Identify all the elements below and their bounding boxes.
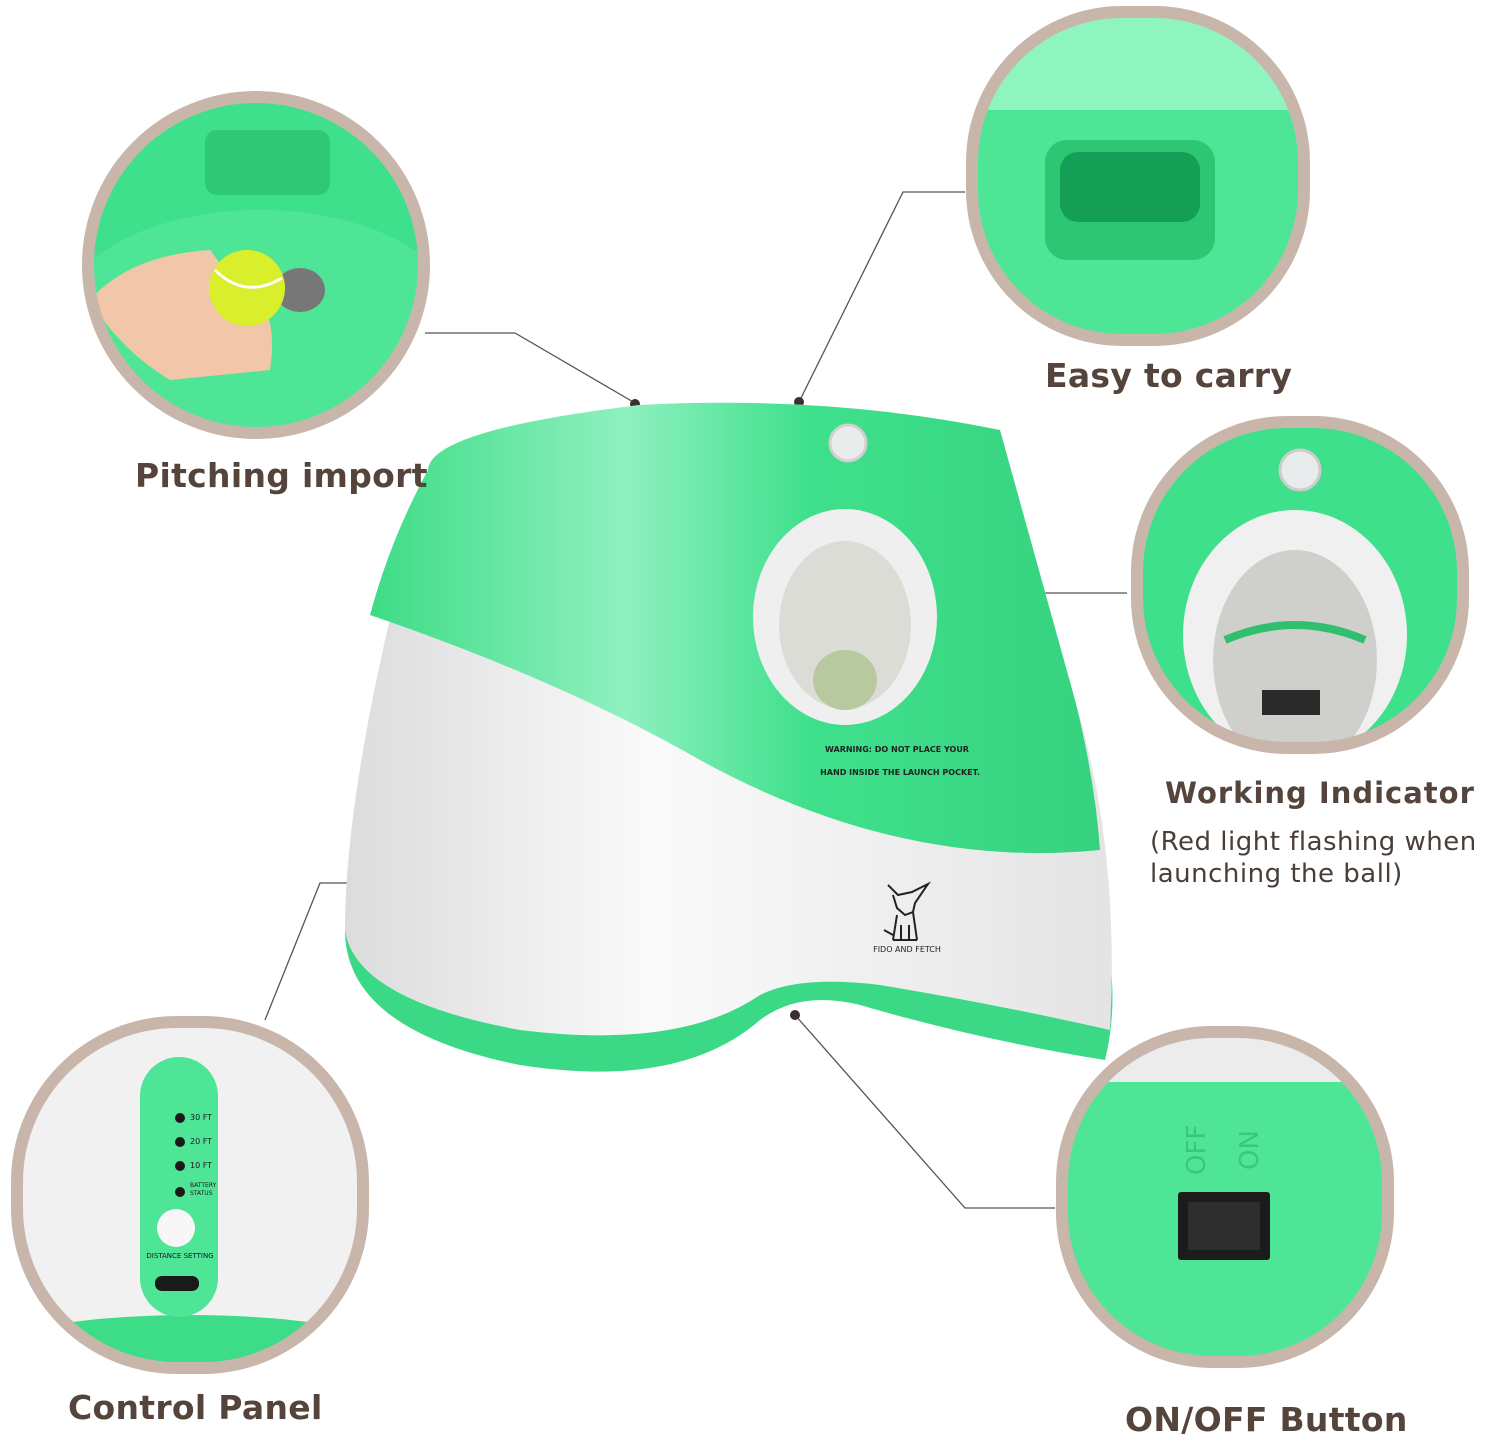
on-label: ON [1235, 1130, 1265, 1170]
brand-logo-text: FIDO AND FETCH [873, 945, 941, 954]
detail-pitching [88, 97, 424, 433]
rocker-switch [1188, 1202, 1260, 1250]
indicator-note-line2: launching the ball) [1150, 859, 1403, 889]
level-30ft: 30 FT [190, 1113, 212, 1122]
callout-label-switch: ON/OFF Button [1125, 1400, 1408, 1439]
callout-dot-switch [790, 1010, 800, 1020]
warning-text: WARNING: DO NOT PLACE YOUR [825, 745, 969, 754]
usb-c-port-icon [155, 1276, 199, 1291]
distance-setting-button [157, 1209, 195, 1247]
battery-label: STATUS [190, 1190, 213, 1197]
off-label: OFF [1182, 1125, 1212, 1175]
distance-setting-label: DISTANCE SETTING [146, 1252, 213, 1260]
warning-text: HAND INSIDE THE LAUNCH POCKET. [820, 768, 980, 777]
indicator-note-line1: (Red light flashing when [1150, 827, 1477, 857]
callout-label-carry: Easy to carry [1045, 356, 1293, 395]
level-10ft: 10 FT [190, 1161, 212, 1170]
callout-dot-carry [794, 397, 804, 407]
indicator-light-icon [1278, 448, 1322, 492]
detail-working-indicator [1137, 422, 1463, 748]
callout-label-pitching: Pitching import [135, 456, 428, 495]
sensor-icon [828, 423, 868, 463]
ball-launcher: WARNING: DO NOT PLACE YOUR HAND INSIDE T… [345, 402, 1113, 1072]
callout-label-control: Control Panel [68, 1388, 323, 1427]
battery-label: BATTERY [190, 1182, 217, 1189]
callout-label-indicator: Working Indicator [1165, 776, 1475, 810]
level-20ft: 20 FT [190, 1137, 212, 1146]
dog-logo-icon [883, 881, 932, 941]
